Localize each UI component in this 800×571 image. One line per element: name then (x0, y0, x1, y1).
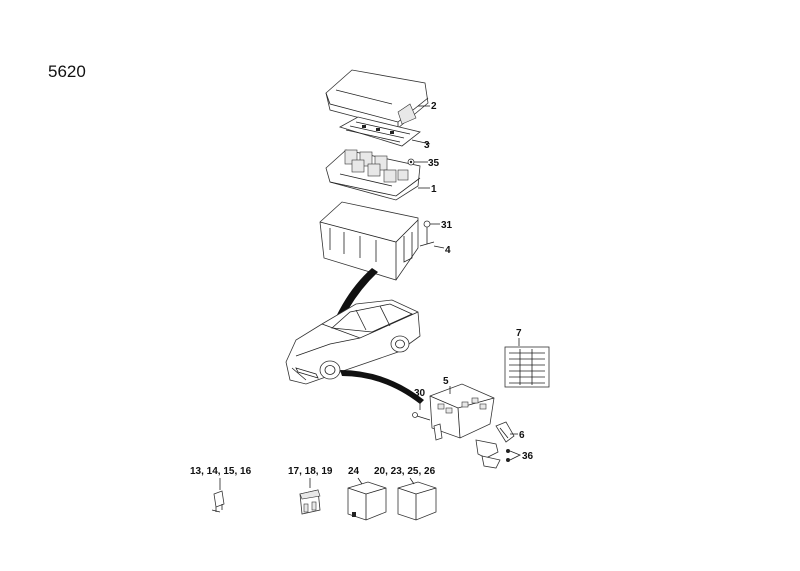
callout-2: 2 (431, 101, 437, 112)
vehicle-outline (285, 299, 421, 385)
callout-17-18-19: 17, 18, 19 (288, 466, 333, 477)
fuse-label-plate (338, 116, 421, 147)
leader-relay-20 (409, 477, 415, 485)
screw-30 (412, 412, 431, 421)
callout-36: 36 (522, 451, 534, 462)
junction-block-module (429, 383, 495, 441)
label-sheet-7 (504, 346, 550, 388)
leader-relay-24 (357, 477, 363, 485)
callout-30: 30 (414, 388, 426, 399)
blade-fuse (211, 490, 225, 513)
relay-24 (347, 481, 387, 521)
clip-35 (407, 158, 415, 166)
mini-fuse (299, 489, 321, 515)
callout-35: 35 (428, 158, 440, 169)
location-leader-lower (340, 370, 424, 404)
fuse-relay-block (325, 149, 421, 201)
fuse-box-cover (325, 69, 429, 129)
bracket-36 (475, 439, 510, 469)
callout-31: 31 (441, 220, 453, 231)
callout-24: 24 (348, 466, 360, 477)
callout-20-23-25-26: 20, 23, 25, 26 (374, 466, 436, 477)
bolt-31 (419, 220, 435, 247)
diagram-number: 5620 (48, 62, 86, 81)
callout-5: 5 (443, 376, 449, 387)
callout-6: 6 (519, 430, 525, 441)
fuse-box-lower-housing (319, 201, 419, 281)
callout-3: 3 (424, 140, 430, 151)
callout-13-14-15-16: 13, 14, 15, 16 (190, 466, 252, 477)
callout-4: 4 (445, 245, 451, 256)
relay-20 (397, 481, 437, 521)
callout-1: 1 (431, 184, 437, 195)
callout-7: 7 (516, 328, 522, 339)
callout-leaders (411, 105, 521, 461)
bracket-6 (495, 421, 515, 443)
